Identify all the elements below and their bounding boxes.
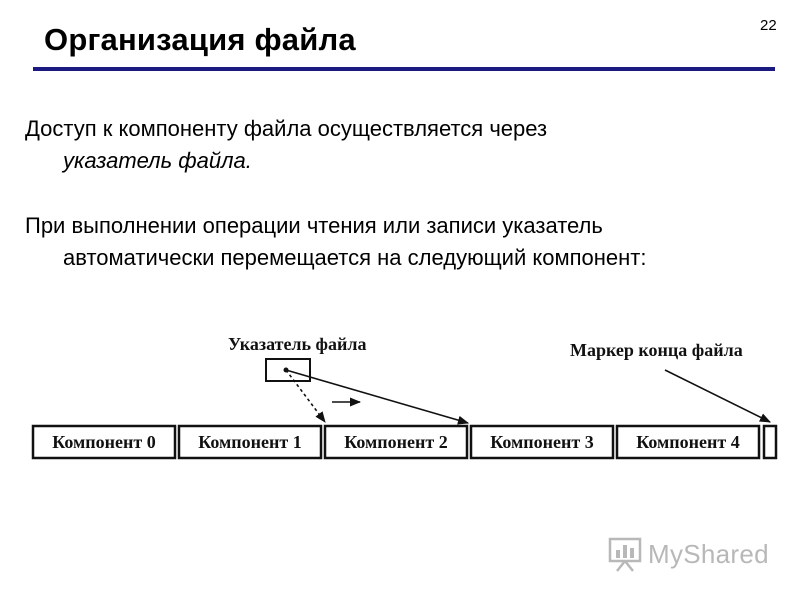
title-underline — [33, 67, 775, 71]
paragraph-2-line-1: При выполнении операции чтения или запис… — [25, 213, 603, 238]
component-label-0: Компонент 0 — [52, 432, 156, 452]
myshared-logo: MyShared — [608, 536, 769, 572]
component-box-4 — [615, 424, 761, 460]
paragraph-2-line-2: автоматически перемещается на следующий … — [63, 245, 647, 270]
logo-text: MyShared — [648, 538, 769, 569]
eof-label: Маркер конца файла — [570, 340, 743, 360]
eof-marker-box — [762, 424, 778, 460]
pointer-current-arrow — [285, 369, 326, 423]
component-box-2 — [323, 424, 469, 460]
component-label-4: Компонент 4 — [636, 432, 740, 452]
pointer-next-arrow — [285, 369, 470, 425]
component-label-1: Компонент 1 — [198, 432, 302, 452]
component-label-2: Компонент 2 — [344, 432, 448, 452]
paragraph-file-access: Доступ к компоненту файла осуществляется… — [25, 113, 785, 177]
paragraph-1-line-2: указатель файла. — [63, 148, 252, 173]
pointer-label: Указатель файла — [228, 334, 366, 354]
component-box-0 — [31, 424, 177, 460]
slide-number: 22 — [760, 17, 777, 34]
component-box-3 — [469, 424, 615, 460]
component-box-1 — [177, 424, 323, 460]
component-label-3: Компонент 3 — [490, 432, 594, 452]
slide-title: Организация файла — [44, 22, 356, 57]
presentation-board-icon — [608, 537, 642, 572]
file-structure-diagram: Указатель файла Маркер конца файла Компо… — [31, 334, 778, 460]
eof-arrow — [664, 369, 772, 423]
paragraph-pointer-move: При выполнении операции чтения или запис… — [25, 210, 785, 274]
paragraph-1-line-1: Доступ к компоненту файла осуществляется… — [25, 116, 548, 141]
